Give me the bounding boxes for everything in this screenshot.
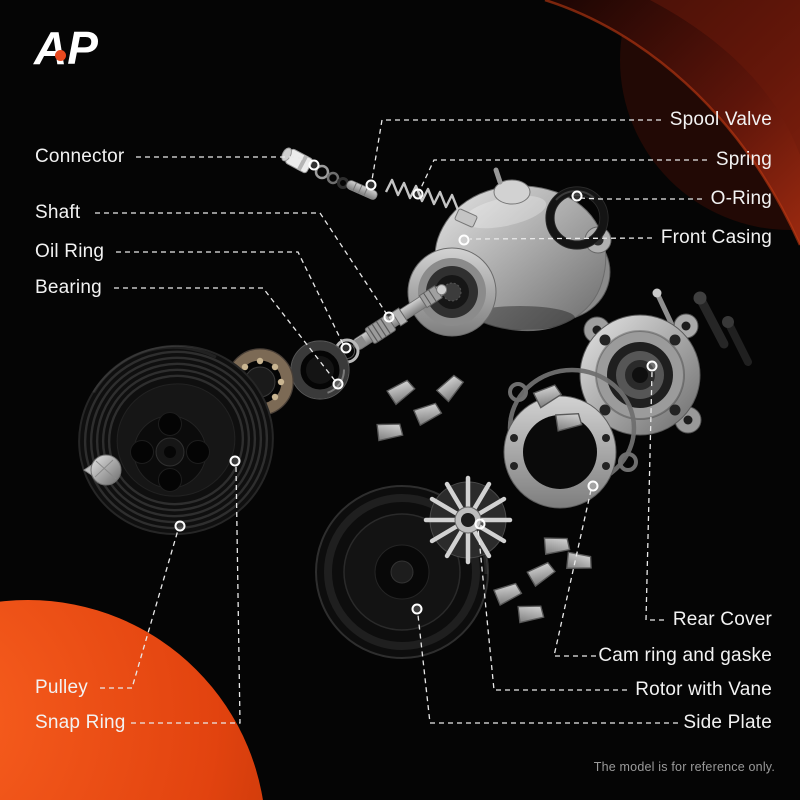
background-red-swoosh bbox=[544, 0, 800, 246]
label-spring: Spring bbox=[715, 149, 772, 170]
leader-side-plate bbox=[417, 614, 678, 724]
leader-cam-ring bbox=[553, 489, 596, 657]
leader-rear-cover bbox=[645, 371, 664, 621]
background-orange-circle bbox=[0, 600, 263, 800]
dot-front-casing bbox=[458, 234, 470, 246]
label-rotor-with-vane: Rotor with Vane bbox=[635, 679, 772, 700]
dot-o-ring bbox=[571, 190, 583, 202]
dot-cam-ring bbox=[587, 480, 599, 492]
leader-spring bbox=[419, 159, 707, 191]
dot-bearing bbox=[332, 378, 344, 390]
dot-pulley bbox=[174, 520, 186, 532]
logo-dot bbox=[55, 50, 67, 61]
leader-o-ring bbox=[579, 197, 702, 200]
dot-spool-valve bbox=[365, 179, 377, 191]
label-snap-ring: Snap Ring bbox=[35, 712, 126, 733]
part-rotor bbox=[423, 475, 513, 565]
dot-snap-ring bbox=[229, 455, 241, 467]
dot-connector bbox=[308, 159, 320, 171]
leader-oil-ring bbox=[116, 251, 344, 345]
leader-snap-ring bbox=[131, 465, 241, 724]
leader-bearing bbox=[114, 287, 337, 383]
label-bearing: Bearing bbox=[35, 277, 102, 298]
dot-side-plate bbox=[411, 603, 423, 615]
logo-letter-a: A bbox=[34, 22, 67, 74]
label-side-plate: Side Plate bbox=[683, 712, 772, 733]
part-spring-coil bbox=[384, 178, 460, 211]
leader-lines bbox=[95, 119, 707, 724]
label-pulley: Pulley bbox=[35, 677, 88, 698]
logo-letter-p: P bbox=[67, 22, 98, 74]
part-cam-ring bbox=[503, 395, 617, 509]
label-o-ring: O-Ring bbox=[710, 188, 772, 209]
dot-spring bbox=[412, 188, 424, 200]
label-cam-ring-gasket: Cam ring and gaske bbox=[598, 645, 772, 666]
leader-front-casing bbox=[469, 237, 653, 240]
dot-oil-ring bbox=[340, 342, 352, 354]
reference-disclaimer: The model is for reference only. bbox=[593, 760, 775, 774]
label-rear-cover: Rear Cover bbox=[672, 609, 772, 630]
part-valve-and-spring bbox=[281, 147, 478, 228]
leader-connector bbox=[136, 156, 313, 163]
part-spool-valve-rod bbox=[346, 180, 378, 200]
part-rear-cover bbox=[579, 313, 702, 437]
leader-pulley bbox=[100, 529, 179, 689]
label-shaft: Shaft bbox=[35, 202, 81, 223]
brand-logo: AP bbox=[34, 22, 98, 74]
label-connector: Connector bbox=[35, 146, 125, 167]
callout-dots bbox=[174, 159, 658, 615]
part-pulley bbox=[78, 344, 274, 536]
leader-spool-valve bbox=[371, 119, 661, 181]
dot-rotor bbox=[474, 518, 486, 530]
label-front-casing: Front Casing bbox=[660, 227, 772, 248]
part-chrome-nut bbox=[83, 454, 122, 486]
leader-shaft bbox=[95, 212, 387, 314]
dot-shaft bbox=[383, 311, 395, 323]
label-oil-ring: Oil Ring bbox=[35, 241, 105, 262]
dot-rear-cover bbox=[646, 360, 658, 372]
label-spool-valve: Spool Valve bbox=[669, 109, 772, 130]
part-connector-body bbox=[281, 147, 313, 174]
part-shaft bbox=[351, 284, 448, 351]
